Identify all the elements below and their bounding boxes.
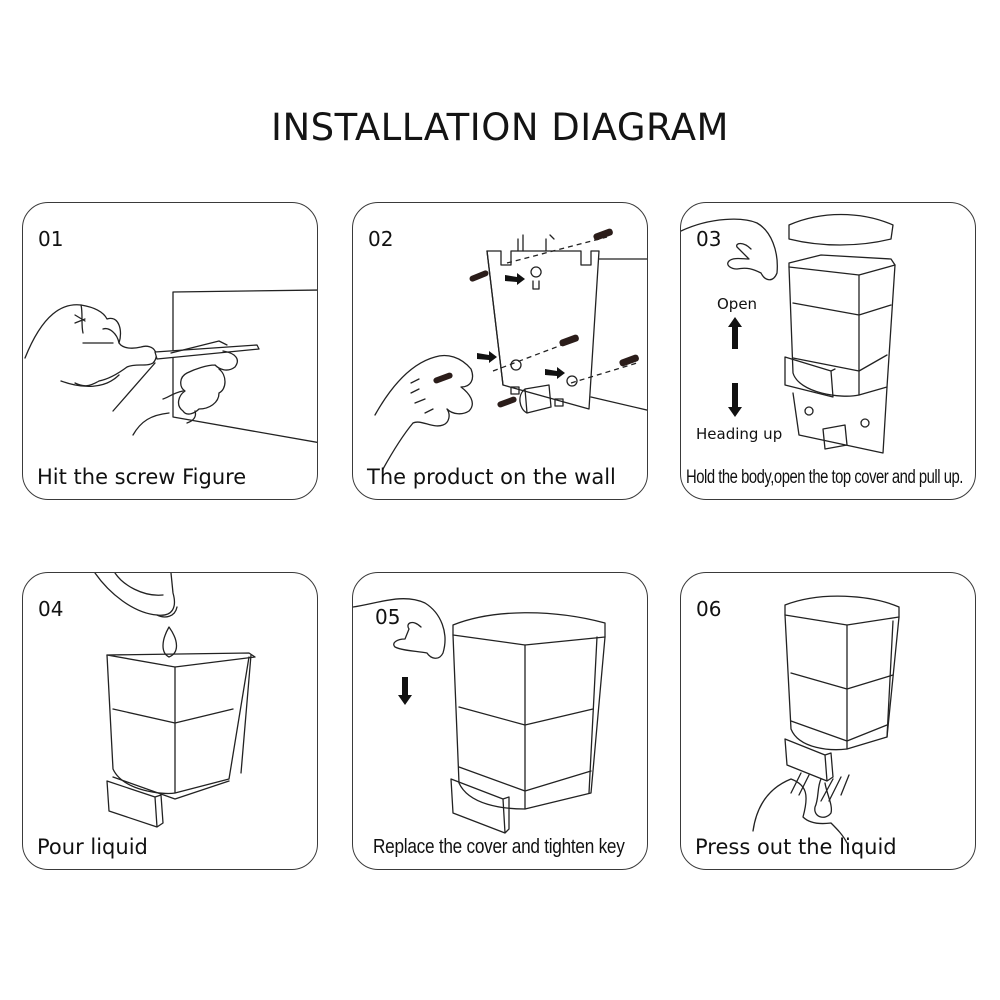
step-number: 03 xyxy=(696,227,722,251)
step-03-panel: 03 Open Heading up Hold the body,open th… xyxy=(680,202,976,500)
step-caption: The product on the wall xyxy=(367,465,616,489)
step-05-panel: 05 Replace the cover and tighten key xyxy=(352,572,648,870)
open-label: Open xyxy=(717,295,758,313)
page-title: INSTALLATION DIAGRAM xyxy=(271,106,729,149)
step-caption: Pour liquid xyxy=(37,835,148,859)
step-caption: Replace the cover and tighten key xyxy=(373,836,625,858)
step-caption: Hit the screw Figure xyxy=(37,465,247,489)
step-06-panel: 06 Press out the liquid xyxy=(680,572,976,870)
removing-top-cover-icon xyxy=(681,213,896,454)
step-number: 05 xyxy=(375,605,401,629)
step-number: 02 xyxy=(368,227,394,251)
step-caption: Press out the liquid xyxy=(695,835,897,859)
step-02-panel: 02 The product on the wall xyxy=(352,202,648,500)
pouring-liquid-icon xyxy=(94,573,256,828)
hand-hammering-screw-icon xyxy=(24,289,317,443)
step-number: 06 xyxy=(696,597,722,621)
replacing-cover-icon xyxy=(353,598,606,834)
step-number: 04 xyxy=(38,597,64,621)
step-04-panel: 04 Pour liquid xyxy=(22,572,318,870)
pressing-dispenser-icon xyxy=(752,595,900,844)
step-01-panel: 01 Hit the screw Figure xyxy=(22,202,318,500)
mounting-plate-icon xyxy=(374,228,647,470)
heading-up-label: Heading up xyxy=(696,425,783,443)
step-number: 01 xyxy=(38,227,64,251)
step-caption: Hold the body,open the top cover and pul… xyxy=(686,467,963,488)
